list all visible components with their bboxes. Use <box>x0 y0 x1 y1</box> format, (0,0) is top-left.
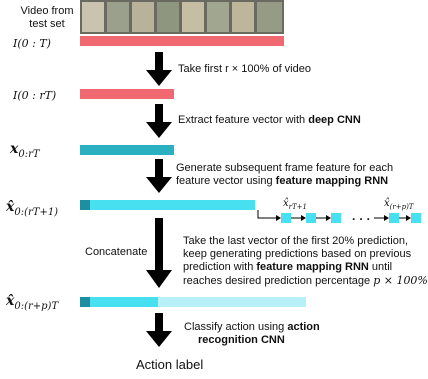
step4-line3-plain: prediction with <box>183 261 257 273</box>
action-label: Action label <box>136 357 204 372</box>
x-hat-small-1: x̂ <box>283 198 289 209</box>
concatenate-label: Concatenate <box>85 246 148 258</box>
step2-text: Extract feature vector with deep CNN <box>178 114 361 127</box>
concat-bar-extended <box>158 297 306 307</box>
step3-line1: Generate subsequent frame feature for ea… <box>176 162 394 174</box>
video-frame <box>157 2 179 32</box>
prediction-cap <box>80 200 90 210</box>
feature-vector-bar <box>80 145 174 155</box>
video-label-line1: Video from <box>20 5 74 17</box>
x-hat-small-2: x̂ <box>384 198 390 209</box>
step4-line1: Take the last vector of the first 20% pr… <box>183 235 409 247</box>
i-0-t-label: I(0 : T) <box>13 37 51 50</box>
step3-line2-plain: feature vector using <box>176 175 276 187</box>
video-frame <box>107 2 129 32</box>
step4-line3-post: until <box>368 261 393 273</box>
down-arrow-icon <box>146 52 172 86</box>
step5-line1: Classify action using action <box>184 321 320 334</box>
concat-bar-predicted <box>90 297 158 307</box>
step3-text: Generate subsequent frame feature for ea… <box>176 162 393 188</box>
step5-bold2: recognition CNN <box>198 334 285 346</box>
down-arrow-icon <box>146 104 172 138</box>
step2-text-plain: Extract feature vector with <box>178 114 309 126</box>
x-hat-symbol: x̂ <box>6 199 15 215</box>
step5-plain: Classify action using <box>184 321 288 333</box>
step2-text-bold: deep CNN <box>308 114 361 126</box>
video-frame <box>207 2 229 32</box>
chain-dots: · · · <box>352 212 371 226</box>
step4-line3-bold: feature mapping RNN <box>256 261 369 273</box>
i-0-rt-label: I(0 : rT) <box>13 89 57 102</box>
video-label-line2: test set <box>29 18 65 30</box>
x-hat-rpt-small-label: x̂(r+p)T <box>384 198 424 211</box>
x-0-rt-label: x0:rT <box>10 141 40 160</box>
x-hat-0-rpt-label: x̂0:(r+p)T <box>6 293 58 312</box>
video-frames-strip <box>80 0 284 34</box>
x-hat-symbol: x̂ <box>6 293 15 309</box>
long-down-arrow-icon <box>146 218 172 288</box>
x-symbol: x <box>10 141 19 157</box>
video-label: Video from test set <box>12 5 82 31</box>
step4-math: p × 100% <box>373 274 428 287</box>
prediction-bar <box>90 200 255 210</box>
x-hat-small-1-sub: rT+1 <box>288 203 307 211</box>
step4-line4: reaches desired prediction percentage p … <box>183 274 428 288</box>
step4-text: Take the last vector of the first 20% pr… <box>183 235 428 288</box>
down-arrow-icon <box>146 313 172 347</box>
x-hat-subscript: 0:(rT+1) <box>14 206 59 218</box>
step3-line2: feature vector using feature mapping RNN <box>176 175 393 188</box>
video-frame <box>132 2 154 32</box>
concat-cap <box>80 297 90 307</box>
step4-line2: keep generating predictions based on pre… <box>183 248 412 260</box>
video-frame <box>257 2 282 32</box>
step4-line3: prediction with feature mapping RNN unti… <box>183 261 428 274</box>
video-frame <box>82 2 104 32</box>
step1-text: Take first r × 100% of video <box>178 63 311 75</box>
video-frame <box>232 2 254 32</box>
x-hat-rt1-small-label: x̂rT+1 <box>283 198 307 211</box>
x-hat-small-2-sub: (r+p)T <box>389 203 414 211</box>
down-arrow-icon <box>146 159 172 193</box>
x-subscript: 0:rT <box>18 148 40 160</box>
prediction-chain <box>257 210 421 223</box>
step5-bold1: action <box>287 321 320 333</box>
video-frame <box>182 2 204 32</box>
step5-text: Classify action using action recognition… <box>184 321 320 347</box>
x-hat-subscript: 0:(r+p)T <box>14 300 59 312</box>
step4-line4-plain: reaches desired prediction percentage <box>183 275 371 287</box>
step3-line2-bold: feature mapping RNN <box>275 175 389 187</box>
x-hat-0-rt1-label: x̂0:(rT+1) <box>6 199 58 218</box>
full-video-bar <box>80 36 284 46</box>
partial-video-bar <box>80 89 174 99</box>
